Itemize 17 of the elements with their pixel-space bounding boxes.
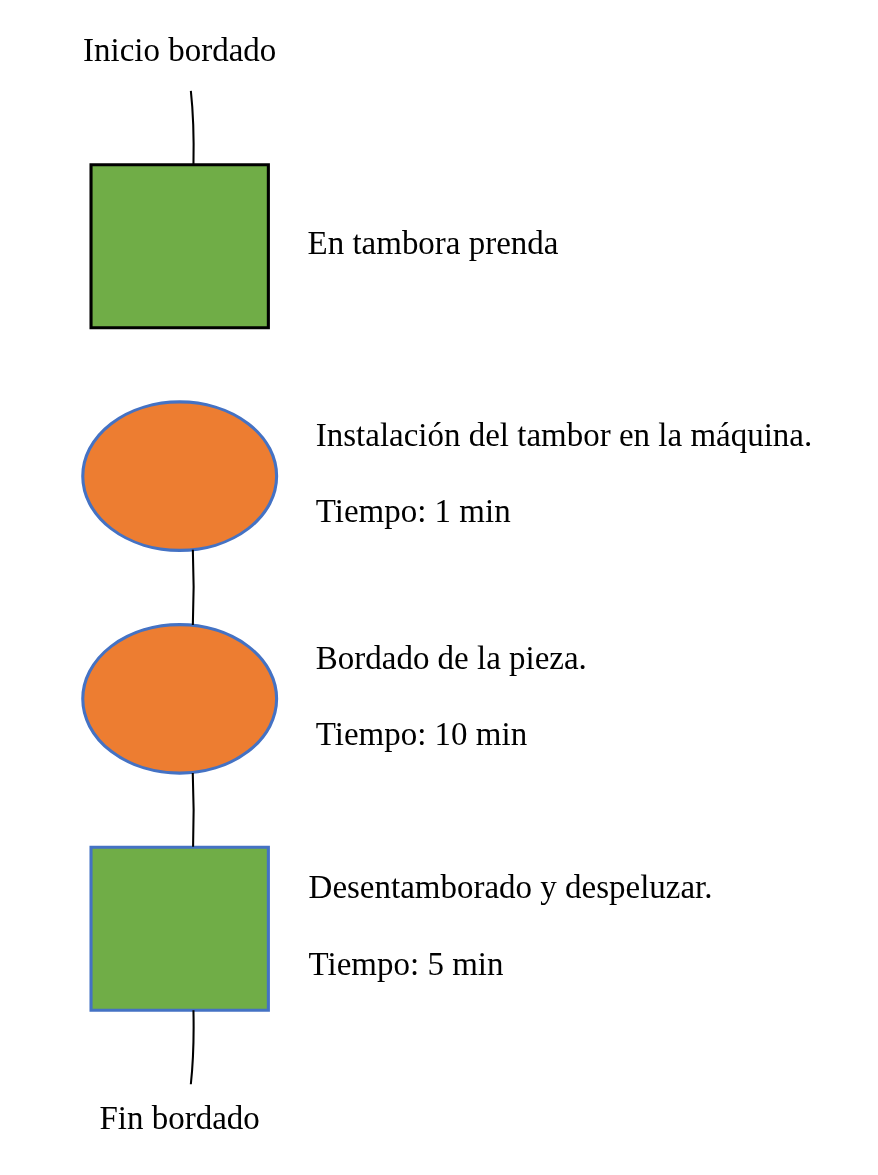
node-label: Bordado de la pieza. — [315, 639, 587, 676]
node-text: Inicio bordado — [83, 32, 277, 69]
connector — [191, 772, 195, 847]
node-box — [89, 845, 270, 1012]
connector — [191, 549, 195, 626]
node-label: Tiempo: 1 min — [315, 493, 511, 530]
connector — [189, 1010, 195, 1085]
node-box — [89, 163, 270, 330]
node-label: Tiempo: 10 min — [315, 715, 528, 752]
node-label: Tiempo: 5 min — [308, 945, 504, 982]
node-label: Instalación del tambor en la máquina. — [315, 416, 813, 453]
node-label: Desentamborado y despeluzar. — [308, 869, 713, 906]
connector — [189, 90, 195, 165]
node-ellipse — [81, 623, 279, 775]
node-text: Fin bordado — [99, 1100, 260, 1137]
node-label: En tambora prenda — [307, 225, 559, 262]
node-ellipse — [81, 400, 279, 552]
